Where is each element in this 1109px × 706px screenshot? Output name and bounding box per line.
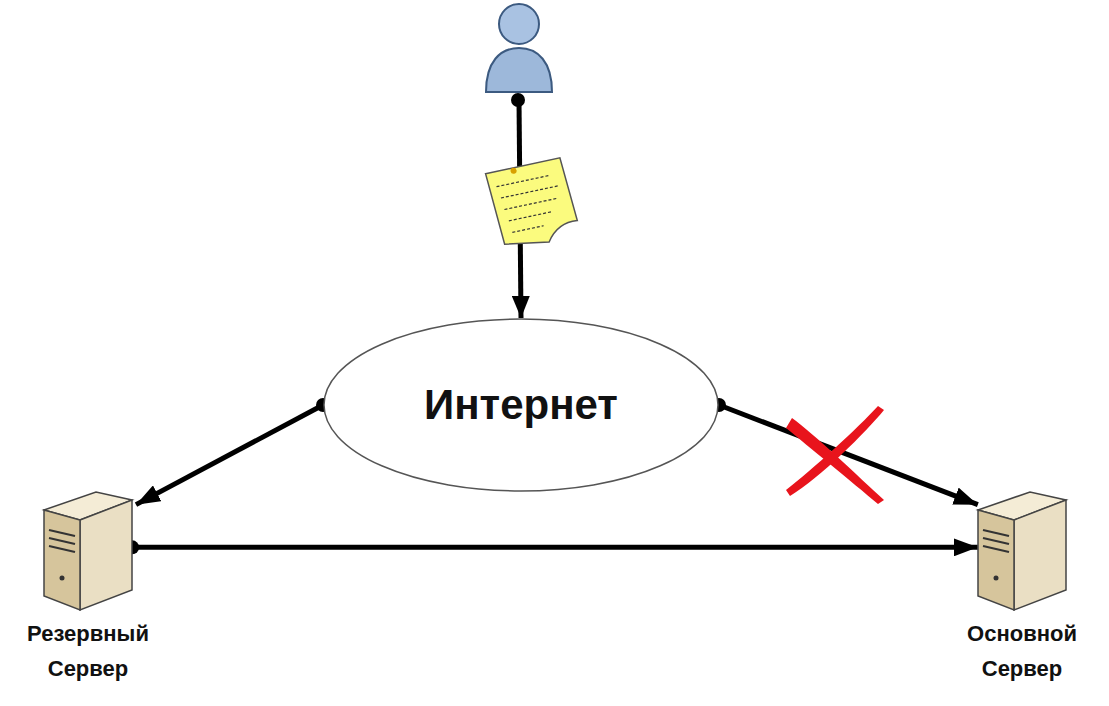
arrow-connector — [136, 405, 323, 505]
broken-link-cross — [786, 406, 884, 504]
arrow-connector — [132, 545, 978, 550]
server-icon — [974, 490, 1070, 612]
server-node: Резервный Сервер — [3, 490, 173, 686]
user-icon — [486, 4, 552, 92]
server-label: Резервный Сервер — [3, 616, 173, 686]
note-icon — [486, 157, 581, 252]
network-ellipse: Интернет — [323, 318, 719, 492]
arrow-connector — [719, 405, 978, 505]
server-icon — [40, 490, 136, 612]
network-label: Интернет — [323, 381, 719, 429]
server-label: Основной Сервер — [937, 616, 1107, 686]
server-node: Основной Сервер — [937, 490, 1107, 686]
link-dot — [511, 93, 525, 107]
